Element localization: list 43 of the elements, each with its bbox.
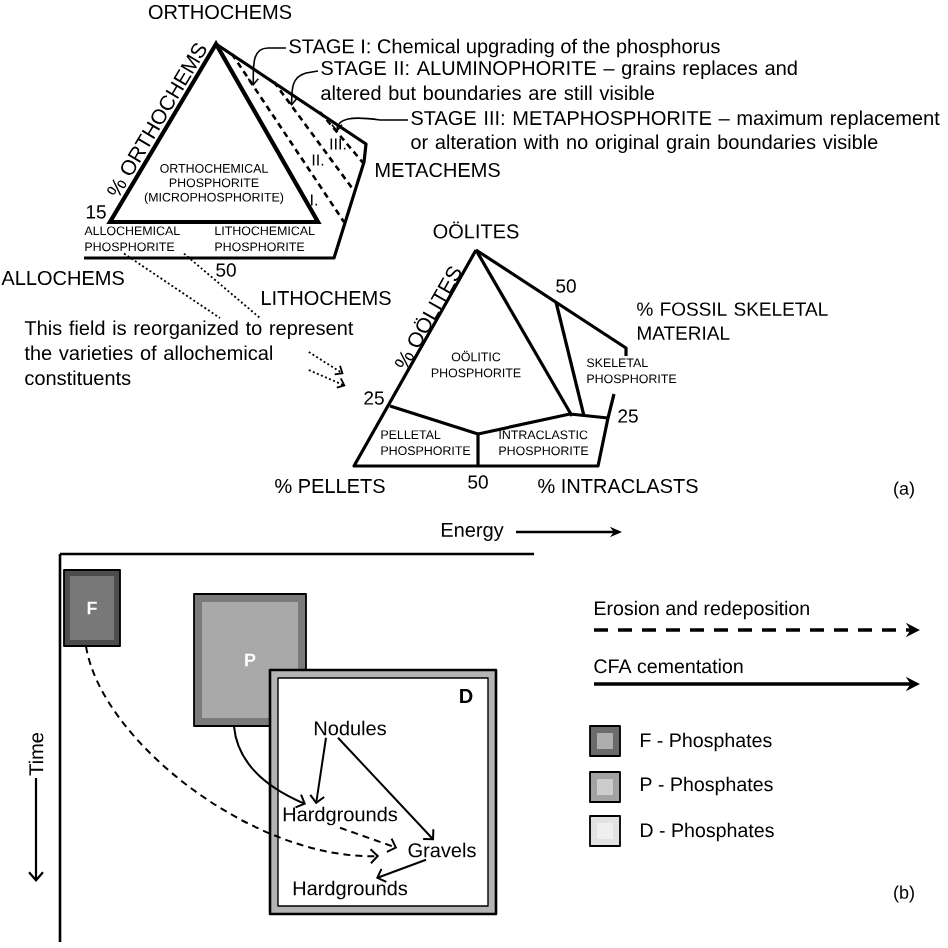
legend-label: D - Phosphates [641,822,774,842]
legend-label: Erosion and redeposition [595,600,809,620]
dotted-arrow [307,369,346,389]
stage-note: STAGE II: ALUMINOPHORITE – grains replaces and altered but boundaries are still visible [321,60,797,101]
dotted-line [123,252,221,319]
vertex-label: METACHEMS [376,162,500,178]
stage-note: STAGE III: METAPHOSPHORITE – maximum replacement or alteration with no original grain boundaries visible [411,110,940,154]
axis-label: Energy [441,523,504,541]
note-text: This field is reorganized to represent the varieties of allochemical constituents [24,320,354,386]
leader-line [247,47,287,86]
leader-line [331,117,409,133]
arrow [233,725,306,809]
dashed-arrow [85,645,380,865]
arrow [337,736,435,841]
vertex-label: LITHOCHEMS [262,290,391,306]
stage-number: II. [312,154,324,166]
tick-value: 25 [364,391,384,405]
arrow [309,736,327,805]
dotted-arrow [307,351,344,376]
panel-label: (a) [894,481,914,499]
legend-label: CFA cementation [594,658,743,674]
axis-label: Time [28,733,44,776]
tick-value: 50 [216,263,236,277]
vertex-label: ALLOCHEMS [1,270,124,286]
vertex-label: ORTHOCHEMS [148,4,292,20]
flow-label: Hardgrounds [283,806,398,826]
dashed-arrow [339,826,398,853]
stage-number: I. [311,194,317,206]
flow-label: Gravels [408,842,476,858]
axis-label: % PELLETS [275,478,385,494]
dotted-line [183,252,261,319]
stage-number: III. [330,138,346,150]
flow-label: Hardgrounds [293,880,408,900]
phosphate-box: F [63,569,121,647]
panel-label: (b) [894,885,914,903]
tick-value: 50 [556,279,576,293]
arrow [376,858,427,883]
leader-line [285,70,319,106]
legend-label: P - Phosphates [641,776,773,796]
legend-label: F - Phosphates [641,732,772,752]
flow-label: Nodules [314,720,386,736]
tick-value: 25 [618,409,638,423]
axis-label: % FOSSIL SKELETAL MATERIAL [637,302,828,340]
